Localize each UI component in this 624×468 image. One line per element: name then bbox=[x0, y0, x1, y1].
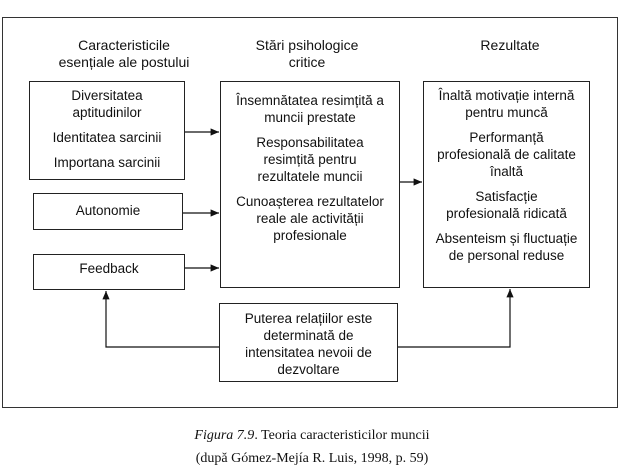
header-results: Rezultate bbox=[430, 37, 590, 54]
result-item: Înaltă motivație internă pentru muncă bbox=[438, 88, 575, 120]
psychological-states-box: Însemnătatea resimțită a muncii prestate… bbox=[220, 81, 400, 288]
header-characteristics: Caracteristicile esențiale ale postului bbox=[44, 37, 204, 71]
state-item: Însemnătatea resimțită a muncii prestate bbox=[236, 93, 384, 125]
figure-caption: Figura 7.9. Teoria caracteristicilor mun… bbox=[0, 428, 624, 444]
result-item: Satisfacție profesională ridicată bbox=[446, 189, 567, 221]
header-line: Rezultate bbox=[480, 37, 540, 53]
state-item: Responsabilitatea resimțită pentru rezul… bbox=[256, 135, 364, 184]
arrow-moderator-to-results bbox=[397, 289, 514, 348]
autonomy-box: Autonomie bbox=[33, 193, 183, 230]
result-item: Performanță profesională de calitate îna… bbox=[437, 130, 576, 179]
moderator-box: Puterea relațiilor este determinată de i… bbox=[219, 303, 398, 382]
figure-title: . Teoria caracteristicilor muncii bbox=[254, 428, 430, 443]
header-line: Stări psihologice bbox=[255, 37, 359, 53]
figure-number: Figura 7.9 bbox=[194, 428, 255, 443]
header-line: Caracteristicile bbox=[78, 37, 170, 53]
arrow-moderator-to-feedback bbox=[102, 291, 219, 348]
figure-source: (după Gómez-Mejía R. Luis, 1998, p. 59) bbox=[195, 451, 429, 466]
header-line: esențiale ale postului bbox=[58, 54, 190, 70]
result-item: Absenteism și fluctuație de personal red… bbox=[435, 231, 578, 263]
header-line: critice bbox=[288, 54, 326, 70]
state-item: Cunoașterea rezultatelor reale ale activ… bbox=[236, 194, 384, 243]
characteristic-item: Diversitatea aptitudinilor bbox=[71, 88, 143, 120]
characteristic-item: Importana sarcinii bbox=[53, 155, 161, 170]
diagram-frame bbox=[2, 17, 618, 408]
characteristics-box: Diversitatea aptitudinilor Identitatea s… bbox=[29, 81, 185, 180]
characteristic-item: Identitatea sarcinii bbox=[52, 130, 162, 145]
results-box: Înaltă motivație internă pentru muncă Pe… bbox=[423, 81, 590, 288]
feedback-label: Feedback bbox=[79, 261, 139, 276]
header-states: Stări psihologice critice bbox=[227, 37, 387, 71]
feedback-box: Feedback bbox=[33, 254, 185, 290]
moderator-label: Puterea relațiilor este determinată de i… bbox=[244, 311, 373, 377]
autonomy-label: Autonomie bbox=[75, 203, 141, 218]
